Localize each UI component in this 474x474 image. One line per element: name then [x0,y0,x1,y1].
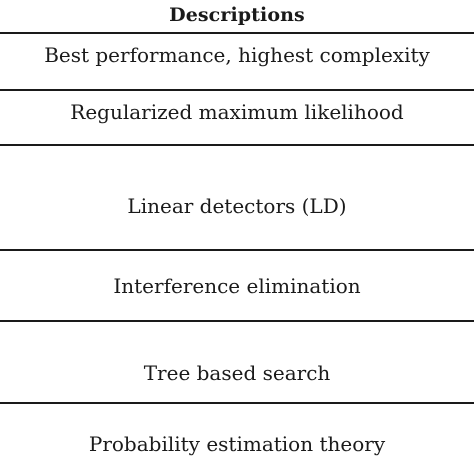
row-divider [0,89,474,91]
table-row-2: Regularized maximum likelihood [70,100,404,124]
table-row-4: Interference elimination [113,274,361,298]
row-divider [0,402,474,404]
row-divider [0,249,474,251]
table-row-6: Probability estimation theory [88,432,386,456]
row-divider [0,320,474,322]
table-row-5: Tree based search [143,361,331,385]
row-divider [0,144,474,146]
table-row-3: Linear detectors (LD) [127,194,347,218]
table-row-1: Best performance, highest complexity [44,43,430,67]
row-divider [0,32,474,34]
column-header-descriptions: Descriptions [169,4,305,26]
